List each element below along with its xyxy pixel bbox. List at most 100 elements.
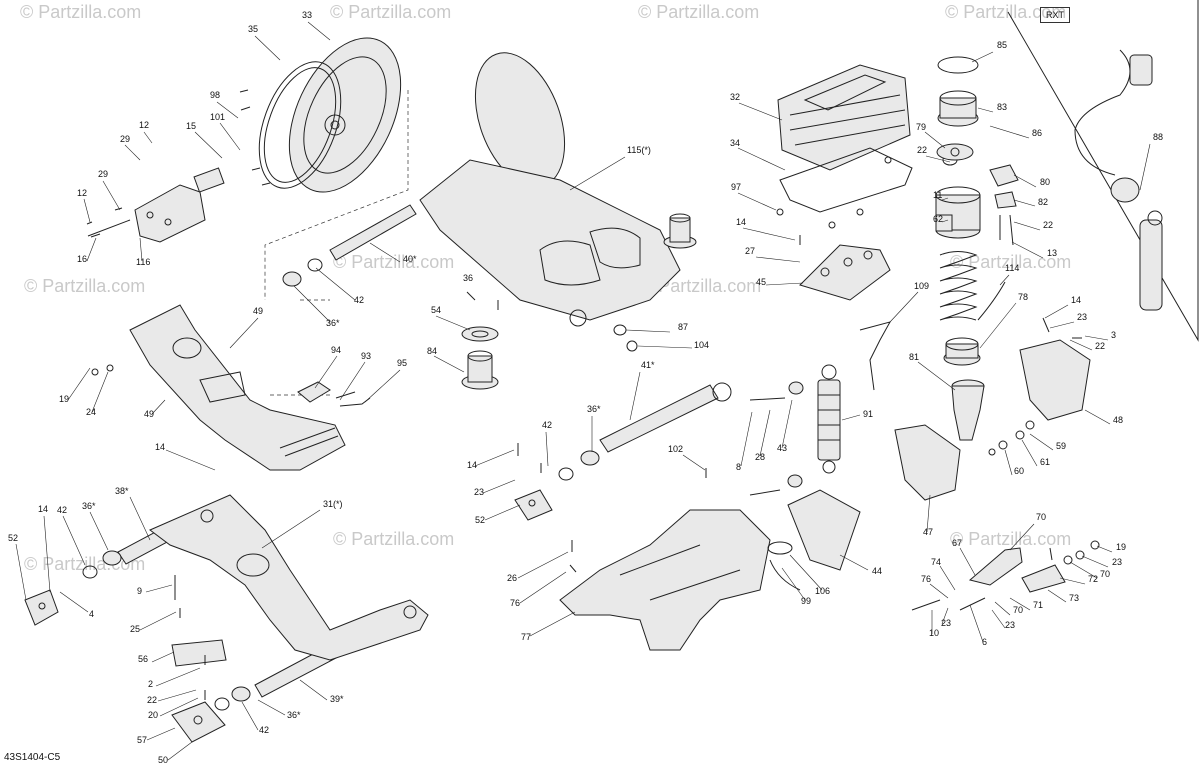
callout-label: 24: [86, 407, 96, 417]
spring-114: [977, 281, 1006, 321]
callout-label: 114: [1005, 263, 1019, 273]
shaft-41: [599, 382, 732, 453]
callout-label: 77: [521, 632, 531, 642]
cover-gasket: [258, 61, 342, 189]
callout-label: 14: [155, 442, 165, 452]
callout-label: 6: [982, 637, 987, 647]
callout-label: 86: [1032, 128, 1042, 138]
callout-label: 97: [731, 182, 741, 192]
callout-label: 102: [668, 444, 683, 454]
rubber-bumper-top: [663, 213, 697, 249]
callout-label: 40*: [403, 254, 417, 264]
shaft-40: [329, 204, 417, 261]
callout-label: 85: [997, 40, 1007, 50]
bracket-52-center: [514, 489, 553, 521]
callout-label: 109: [914, 281, 929, 291]
callout-label: 22: [1095, 341, 1105, 351]
frame-chaincase: [419, 52, 681, 327]
callout-label: 50: [158, 755, 168, 765]
callout-label: 42: [542, 420, 552, 430]
callout-label: 87: [678, 322, 688, 332]
callout-label: 48: [1113, 415, 1123, 425]
callout-label: 12: [139, 120, 149, 130]
callout-label: 70: [1100, 569, 1110, 579]
callout-label: 33: [302, 10, 312, 20]
watermark: © Partzilla.com: [950, 529, 1071, 549]
callout-label: 54: [431, 305, 441, 315]
callout-label: 52: [475, 515, 485, 525]
callout-label: 76: [510, 598, 520, 608]
callout-label: 81: [909, 352, 919, 362]
callout-label: 83: [997, 102, 1007, 112]
callout-label: 106: [815, 586, 830, 596]
watermark: © Partzilla.com: [330, 2, 451, 22]
callout-label: 42: [259, 725, 269, 735]
callout-label: 47: [923, 527, 933, 537]
leader-lines: [15, 21, 1151, 761]
callout-label: 94: [331, 345, 341, 355]
callout-label: 60: [1014, 466, 1024, 476]
callout-label: 23: [941, 618, 951, 628]
drive-cover: [288, 37, 402, 193]
callout-label: 57: [137, 735, 147, 745]
callout-label: 59: [1056, 441, 1066, 451]
callout-label: 42: [354, 295, 364, 305]
callout-label: 12: [77, 188, 87, 198]
callout-label: 88: [1153, 132, 1163, 142]
callout-label: 16: [77, 254, 87, 264]
spring-106: [767, 541, 801, 591]
callout-label: 23: [1005, 620, 1015, 630]
callout-label: 11: [933, 190, 942, 200]
callout-label: 23: [474, 487, 484, 497]
callout-label: 61: [1040, 457, 1050, 467]
watermark: © Partzilla.com: [640, 276, 761, 296]
bracket-50: [171, 701, 226, 743]
spring-housing-62: [935, 186, 981, 239]
callout-label: 34: [730, 138, 740, 148]
callout-label: 3: [1111, 330, 1116, 340]
spring-retainer-85: [937, 56, 979, 74]
link-bracket: [297, 381, 371, 407]
callout-label: 2: [148, 679, 153, 689]
bushings: [82, 154, 958, 711]
callout-label: 52: [8, 533, 18, 543]
callout-label: 74: [931, 557, 941, 567]
bumper-plate-54: [461, 326, 499, 342]
callout-label: 38*: [115, 486, 129, 496]
callout-label: 76: [921, 574, 931, 584]
watermark: © Partzilla.com: [20, 2, 141, 22]
spring-seat-79: [936, 143, 974, 161]
callout-label: 15: [186, 121, 196, 131]
callout-label: 39*: [330, 694, 344, 704]
spring-cap-83: [937, 90, 979, 127]
plate-73: [1021, 564, 1066, 593]
callout-label: 41*: [641, 360, 655, 370]
callout-label: 116: [136, 257, 150, 267]
callout-label: 32: [730, 92, 740, 102]
callout-label: 36*: [82, 501, 96, 511]
callout-label: 26: [507, 573, 517, 583]
callout-label: 42: [57, 505, 67, 515]
rear-arm-31: [149, 494, 429, 661]
callout-label: 45: [756, 277, 766, 287]
callout-label: 79: [916, 122, 926, 132]
callout-label: 49: [144, 409, 154, 419]
coil-spring: [939, 251, 978, 321]
callout-label: 70: [1036, 512, 1046, 522]
callout-label: 115(*): [627, 145, 651, 155]
callout-label: 14: [1071, 295, 1081, 305]
rxt-section-border: [1007, 0, 1199, 342]
link-67: [968, 547, 1023, 586]
hardware-fasteners: [86, 89, 1100, 700]
callout-label: 73: [1069, 593, 1079, 603]
front-arm-49: [129, 304, 346, 471]
callout-label: 78: [1018, 292, 1028, 302]
mount-plate-45: [799, 244, 891, 301]
watermark: © Partzilla.com: [24, 276, 145, 296]
callout-label: 23: [1112, 557, 1122, 567]
callout-label: 36*: [287, 710, 301, 720]
cover-48: [1019, 339, 1091, 421]
callout-label: 13: [1047, 248, 1057, 258]
callout-label: 28: [755, 452, 765, 462]
